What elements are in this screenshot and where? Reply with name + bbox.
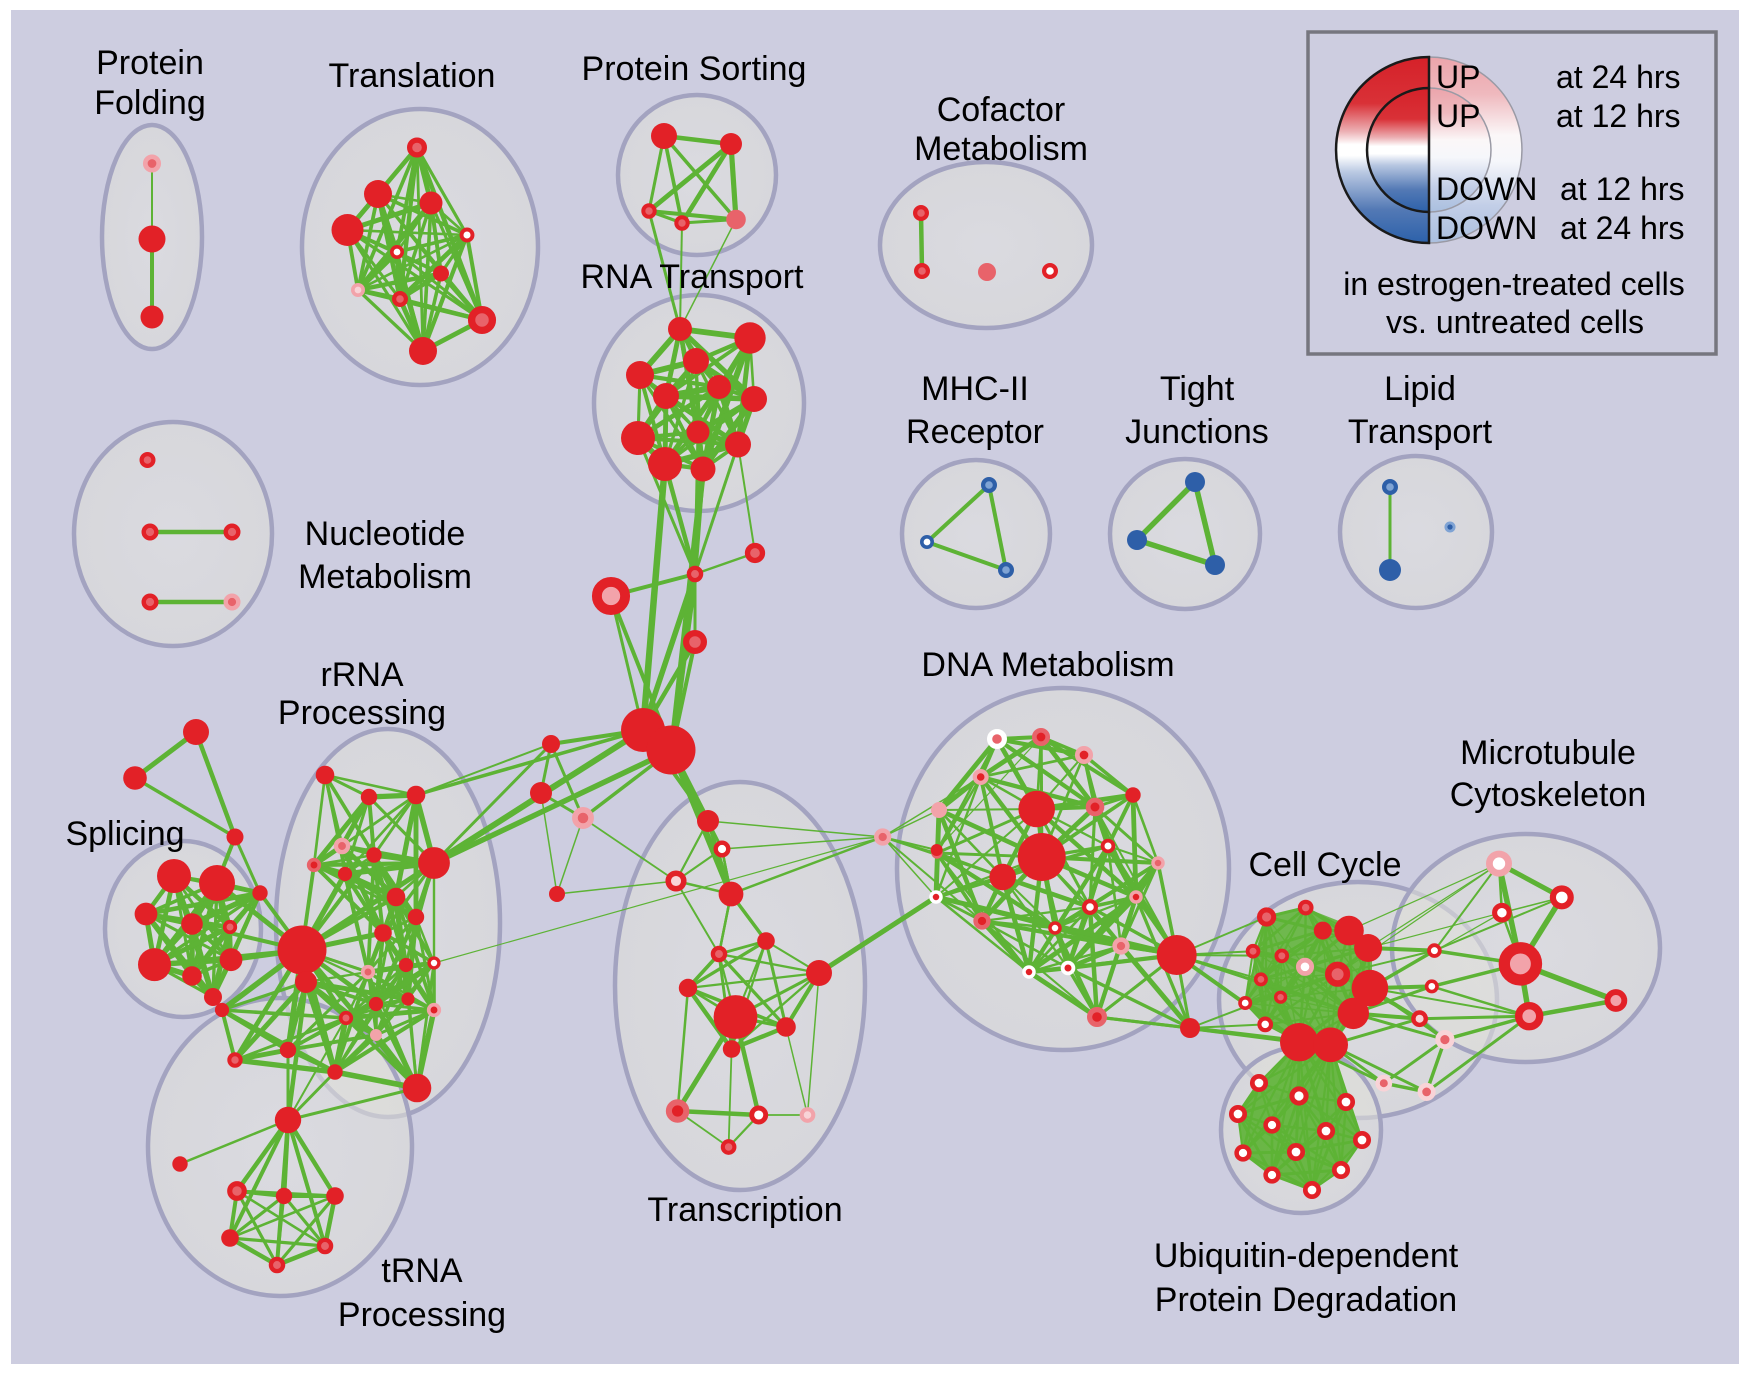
- svg-text:Lipid: Lipid: [1384, 370, 1456, 408]
- svg-text:Metabolism: Metabolism: [914, 130, 1088, 168]
- svg-text:Splicing: Splicing: [65, 815, 184, 853]
- svg-text:Transcription: Transcription: [647, 1191, 842, 1229]
- svg-text:Transport: Transport: [1348, 413, 1493, 451]
- svg-text:rRNA: rRNA: [320, 656, 403, 694]
- svg-text:Processing: Processing: [278, 694, 446, 732]
- svg-text:DOWN: DOWN: [1436, 171, 1537, 207]
- svg-text:at 12 hrs: at 12 hrs: [1556, 98, 1681, 134]
- svg-text:Microtubule: Microtubule: [1460, 734, 1636, 772]
- svg-text:Nucleotide: Nucleotide: [305, 515, 466, 553]
- svg-text:Receptor: Receptor: [906, 413, 1044, 451]
- svg-text:Folding: Folding: [94, 84, 206, 122]
- svg-text:in estrogen-treated cells: in estrogen-treated cells: [1343, 266, 1685, 302]
- svg-text:Cofactor: Cofactor: [937, 91, 1066, 129]
- svg-text:DOWN: DOWN: [1436, 210, 1537, 246]
- svg-text:MHC-II: MHC-II: [921, 370, 1029, 408]
- svg-text:UP: UP: [1436, 98, 1480, 134]
- svg-text:DNA Metabolism: DNA Metabolism: [921, 646, 1174, 684]
- svg-text:Translation: Translation: [329, 57, 496, 95]
- svg-text:at 12 hrs: at 12 hrs: [1560, 171, 1685, 207]
- svg-text:Metabolism: Metabolism: [298, 558, 472, 596]
- svg-text:at 24 hrs: at 24 hrs: [1560, 210, 1685, 246]
- svg-text:Junctions: Junctions: [1125, 413, 1269, 451]
- svg-text:vs. untreated cells: vs. untreated cells: [1386, 304, 1644, 340]
- svg-text:Tight: Tight: [1160, 370, 1235, 408]
- svg-text:Cell Cycle: Cell Cycle: [1248, 846, 1401, 884]
- svg-text:Processing: Processing: [338, 1296, 506, 1334]
- svg-text:Protein Sorting: Protein Sorting: [582, 50, 807, 88]
- svg-text:tRNA: tRNA: [381, 1252, 463, 1290]
- svg-text:RNA Transport: RNA Transport: [581, 258, 805, 296]
- svg-text:Cytoskeleton: Cytoskeleton: [1450, 776, 1647, 814]
- svg-text:Ubiquitin-dependent: Ubiquitin-dependent: [1154, 1237, 1459, 1275]
- svg-text:at 24 hrs: at 24 hrs: [1556, 59, 1681, 95]
- svg-text:UP: UP: [1436, 59, 1480, 95]
- svg-text:Protein: Protein: [96, 44, 204, 82]
- svg-text:Protein Degradation: Protein Degradation: [1155, 1281, 1457, 1319]
